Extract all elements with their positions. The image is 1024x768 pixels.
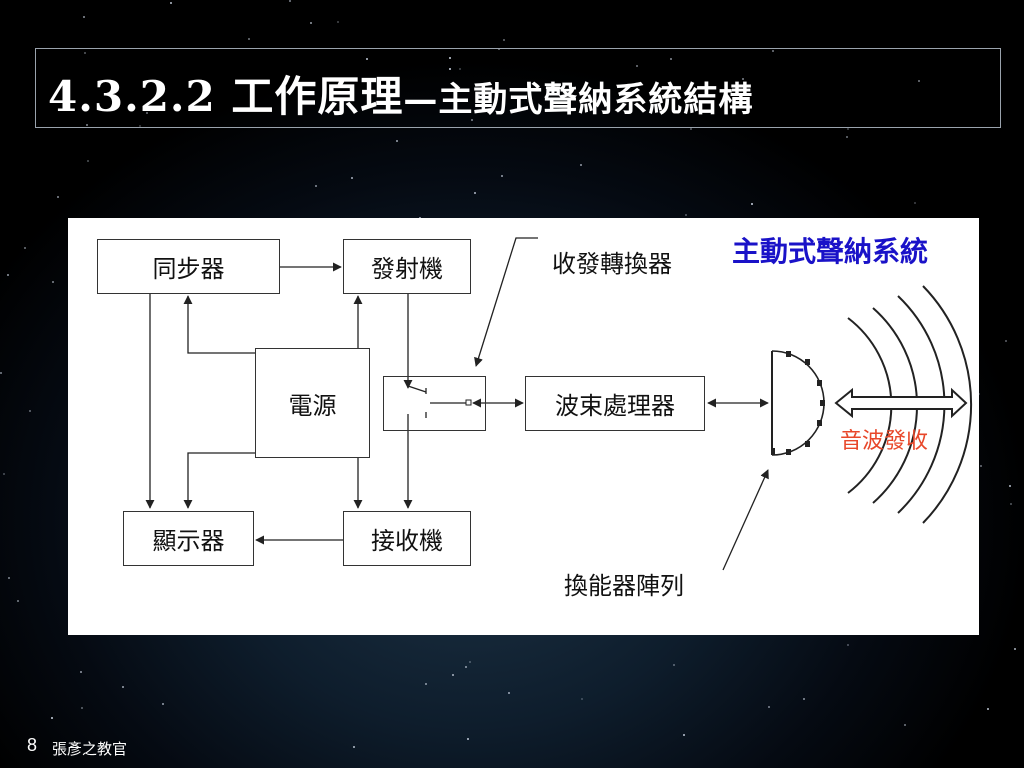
- page-number: 8: [27, 735, 38, 755]
- transmitter-block: 發射機: [343, 239, 471, 294]
- star-dot: [918, 80, 920, 82]
- star-dot: [86, 124, 88, 126]
- star-dot: [597, 100, 599, 102]
- star-dot: [248, 38, 250, 40]
- star-dot: [289, 0, 291, 2]
- star-dot: [310, 22, 312, 24]
- star-dot: [425, 683, 427, 685]
- star-dot: [685, 214, 687, 216]
- star-dot: [7, 274, 9, 276]
- star-dot: [751, 203, 753, 205]
- star-dot: [250, 93, 252, 95]
- star-dot: [315, 185, 317, 187]
- star-dot: [170, 2, 172, 4]
- star-dot: [772, 50, 774, 52]
- connection-lines: [145, 237, 973, 571]
- display-block: 顯示器: [123, 511, 254, 566]
- synchronizer-block: 同步器: [97, 239, 280, 294]
- star-dot: [478, 95, 480, 97]
- receiver-block: 接收機: [343, 511, 471, 566]
- star-dot: [501, 175, 503, 177]
- star-dot: [1009, 485, 1011, 487]
- star-dot: [1014, 648, 1016, 650]
- star-dot: [665, 103, 667, 105]
- star-dot: [847, 128, 849, 130]
- star-dot: [29, 410, 31, 412]
- star-dot: [353, 746, 355, 748]
- star-dot: [351, 177, 353, 179]
- star-dot: [474, 192, 476, 194]
- diagram-panel: 同步器 發射機 電源 波束處理器 顯示器 接收機 收發轉換器 換能器陣列 主動式…: [68, 218, 979, 635]
- star-dot: [846, 136, 848, 138]
- beam-processor-block: 波束處理器: [525, 376, 705, 431]
- star-dot: [83, 16, 85, 18]
- star-dot: [57, 196, 59, 198]
- sound-wave-label: 音波發收: [840, 429, 929, 454]
- star-dot: [17, 600, 19, 602]
- star-dot: [84, 52, 86, 54]
- star-dot: [847, 644, 849, 646]
- star-dot: [3, 473, 5, 475]
- star-dot: [978, 393, 980, 395]
- star-dot: [914, 202, 916, 204]
- star-dot: [904, 724, 906, 726]
- star-dot: [8, 577, 10, 579]
- star-dot: [498, 48, 500, 50]
- star-dot: [396, 140, 398, 142]
- star-dot: [52, 281, 54, 283]
- star-dot: [673, 664, 675, 666]
- star-dot: [987, 708, 989, 710]
- title-main: 4.3.2.2 工作原理: [48, 72, 404, 121]
- star-dot: [366, 58, 368, 60]
- power-supply-block: 電源: [255, 348, 370, 458]
- star-dot: [81, 707, 83, 709]
- star-dot: [581, 698, 583, 700]
- tr-switch-label: 收發轉換器: [552, 250, 672, 278]
- star-dot: [459, 68, 461, 70]
- star-dot: [1010, 503, 1012, 505]
- page-title: 4.3.2.2 工作原理—主動式聲納系統結構: [48, 63, 753, 124]
- star-dot: [465, 666, 467, 668]
- star-dot: [87, 160, 89, 162]
- star-dot: [469, 661, 471, 663]
- star-dot: [449, 57, 451, 59]
- star-dot: [803, 698, 805, 700]
- star-dot: [670, 58, 672, 60]
- star-dot: [980, 465, 982, 467]
- transducer-array-label: 換能器陣列: [564, 572, 684, 600]
- author-name: 張彥之教官: [52, 740, 128, 758]
- star-dot: [1005, 340, 1007, 342]
- star-dot: [471, 119, 473, 121]
- star-dot: [690, 128, 692, 130]
- star-dot: [768, 706, 770, 708]
- star-dot: [683, 734, 685, 736]
- star-dot: [452, 674, 454, 676]
- star-dot: [508, 692, 510, 694]
- diagram-heading: 主動式聲納系統: [732, 235, 929, 268]
- star-dot: [636, 65, 638, 67]
- star-dot: [146, 112, 148, 114]
- title-subtitle: —主動式聲納系統結構: [403, 80, 754, 120]
- star-dot: [449, 68, 451, 70]
- star-dot: [51, 717, 53, 719]
- title-box: 4.3.2.2 工作原理—主動式聲納系統結構: [35, 48, 1001, 128]
- tr-switch-block: [383, 376, 486, 431]
- star-dot: [80, 671, 82, 673]
- star-dot: [162, 703, 164, 705]
- star-dot: [742, 78, 744, 80]
- star-dot: [467, 738, 469, 740]
- star-dot: [139, 125, 141, 127]
- star-dot: [580, 164, 582, 166]
- star-dot: [0, 372, 2, 374]
- star-dot: [503, 39, 505, 41]
- star-dot: [337, 21, 339, 23]
- star-dot: [122, 686, 124, 688]
- star-dot: [24, 247, 26, 249]
